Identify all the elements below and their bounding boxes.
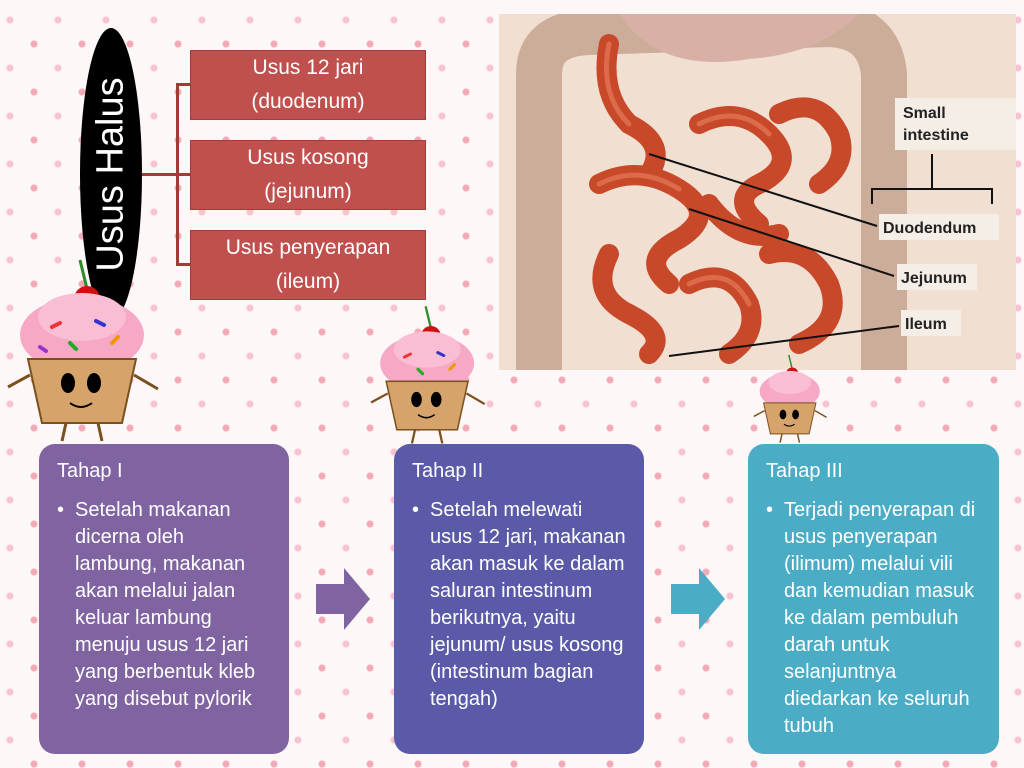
part-box-ileum: Usus penyerapan (ileum): [190, 230, 426, 300]
label-small-1: Small: [903, 105, 946, 122]
part-box-duodenum: Usus 12 jari (duodenum): [190, 50, 426, 120]
label-ileum: Ileum: [905, 316, 947, 333]
arrow-right-icon-2: [671, 568, 725, 630]
part-latin: (duodenum): [251, 90, 365, 113]
stage-text: Terjadi penyerapan di usus penyerapan (i…: [784, 499, 976, 737]
cupcake-mascot-medium: [370, 306, 486, 444]
stage-text: Setelah makanan dicerna oleh lambung, ma…: [75, 499, 256, 710]
stage-box-1: Tahap I • Setelah makanan dicerna oleh l…: [39, 444, 289, 754]
part-latin: (jejunum): [264, 180, 352, 203]
stage-box-3: Tahap III • Terjadi penyerapan di usus p…: [748, 444, 999, 754]
part-box-jejunum: Usus kosong (jejunum): [190, 140, 426, 210]
part-latin: (ileum): [275, 270, 341, 293]
stage-heading: Tahap III: [766, 460, 843, 482]
arrow-right-icon-1: [316, 568, 370, 630]
small-intestine-illustration: Small intestine Duodendum Jejunum Ileum: [499, 14, 1016, 370]
label-duodenum: Duodendum: [883, 220, 976, 237]
bracket-tick-1: [176, 83, 190, 86]
label-jejunum: Jejunum: [901, 270, 967, 287]
part-name: Usus penyerapan: [225, 236, 391, 259]
stage-heading: Tahap II: [412, 460, 484, 482]
stage-heading: Tahap I: [57, 460, 123, 482]
label-small-2: intestine: [903, 127, 969, 144]
part-name: Usus kosong: [247, 146, 369, 169]
bullet-icon: •: [766, 499, 774, 521]
page-title: Usus Halus: [89, 76, 132, 272]
bullet-icon: •: [412, 499, 420, 521]
intestine-drawing: Small intestine Duodendum Jejunum Ileum: [499, 14, 1016, 370]
cupcake-mascot-large: [7, 259, 159, 442]
stage-box-2: Tahap II • Setelah melewati usus 12 jari…: [394, 444, 644, 754]
stage-text: Setelah melewati usus 12 jari, makanan a…: [430, 499, 626, 710]
title-oval: Usus Halus: [80, 28, 142, 320]
bracket-tick-3: [176, 263, 190, 266]
bracket-tick-2: [176, 173, 190, 176]
cupcake-mascot-small: [753, 354, 827, 443]
bullet-icon: •: [57, 499, 65, 521]
bracket-stem: [142, 173, 178, 176]
part-name: Usus 12 jari: [252, 56, 364, 79]
